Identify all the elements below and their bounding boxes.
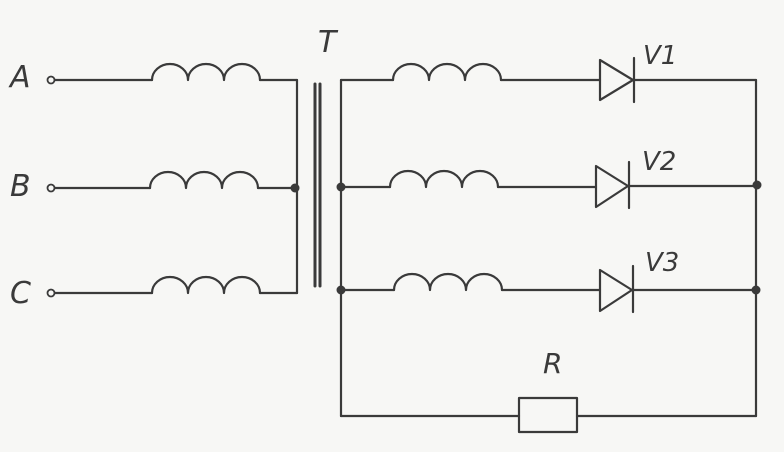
terminal-b [46, 183, 56, 193]
label-transformer: T [318, 25, 339, 60]
terminal-c [46, 288, 56, 298]
secondary-winding-a [339, 62, 602, 82]
transformer-core [313, 82, 322, 288]
label-diode-v3: V3 [645, 248, 679, 278]
diode-v1 [598, 56, 758, 104]
terminal-a [46, 75, 56, 85]
label-phase-c: C [10, 276, 31, 311]
primary-winding-a [53, 62, 299, 82]
label-resistor: R [543, 347, 562, 380]
secondary-winding-b [339, 169, 598, 189]
primary-winding-b [53, 170, 297, 190]
load-resistor [339, 396, 758, 434]
secondary-winding-c [339, 272, 602, 292]
label-diode-v2: V2 [642, 147, 676, 177]
label-phase-b: B [10, 169, 31, 204]
primary-neutral-node [290, 183, 300, 193]
output-node-v2 [752, 180, 762, 190]
diode-v2 [594, 160, 758, 210]
label-phase-a: A [8, 60, 31, 95]
label-diode-v1: V1 [643, 41, 677, 71]
primary-winding-c [53, 275, 299, 295]
output-node-v3 [751, 285, 761, 295]
diode-v3 [598, 264, 758, 314]
